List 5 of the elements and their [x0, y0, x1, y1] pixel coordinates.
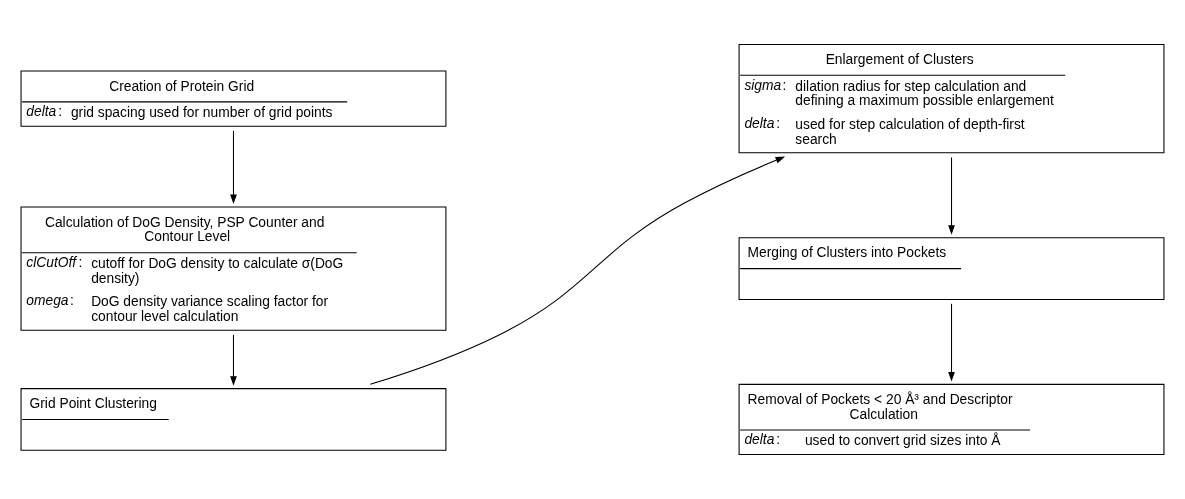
arrow [948, 156, 955, 235]
arrow [230, 130, 237, 205]
arrow [369, 156, 786, 385]
arrow [230, 334, 237, 386]
arrow [948, 303, 955, 382]
